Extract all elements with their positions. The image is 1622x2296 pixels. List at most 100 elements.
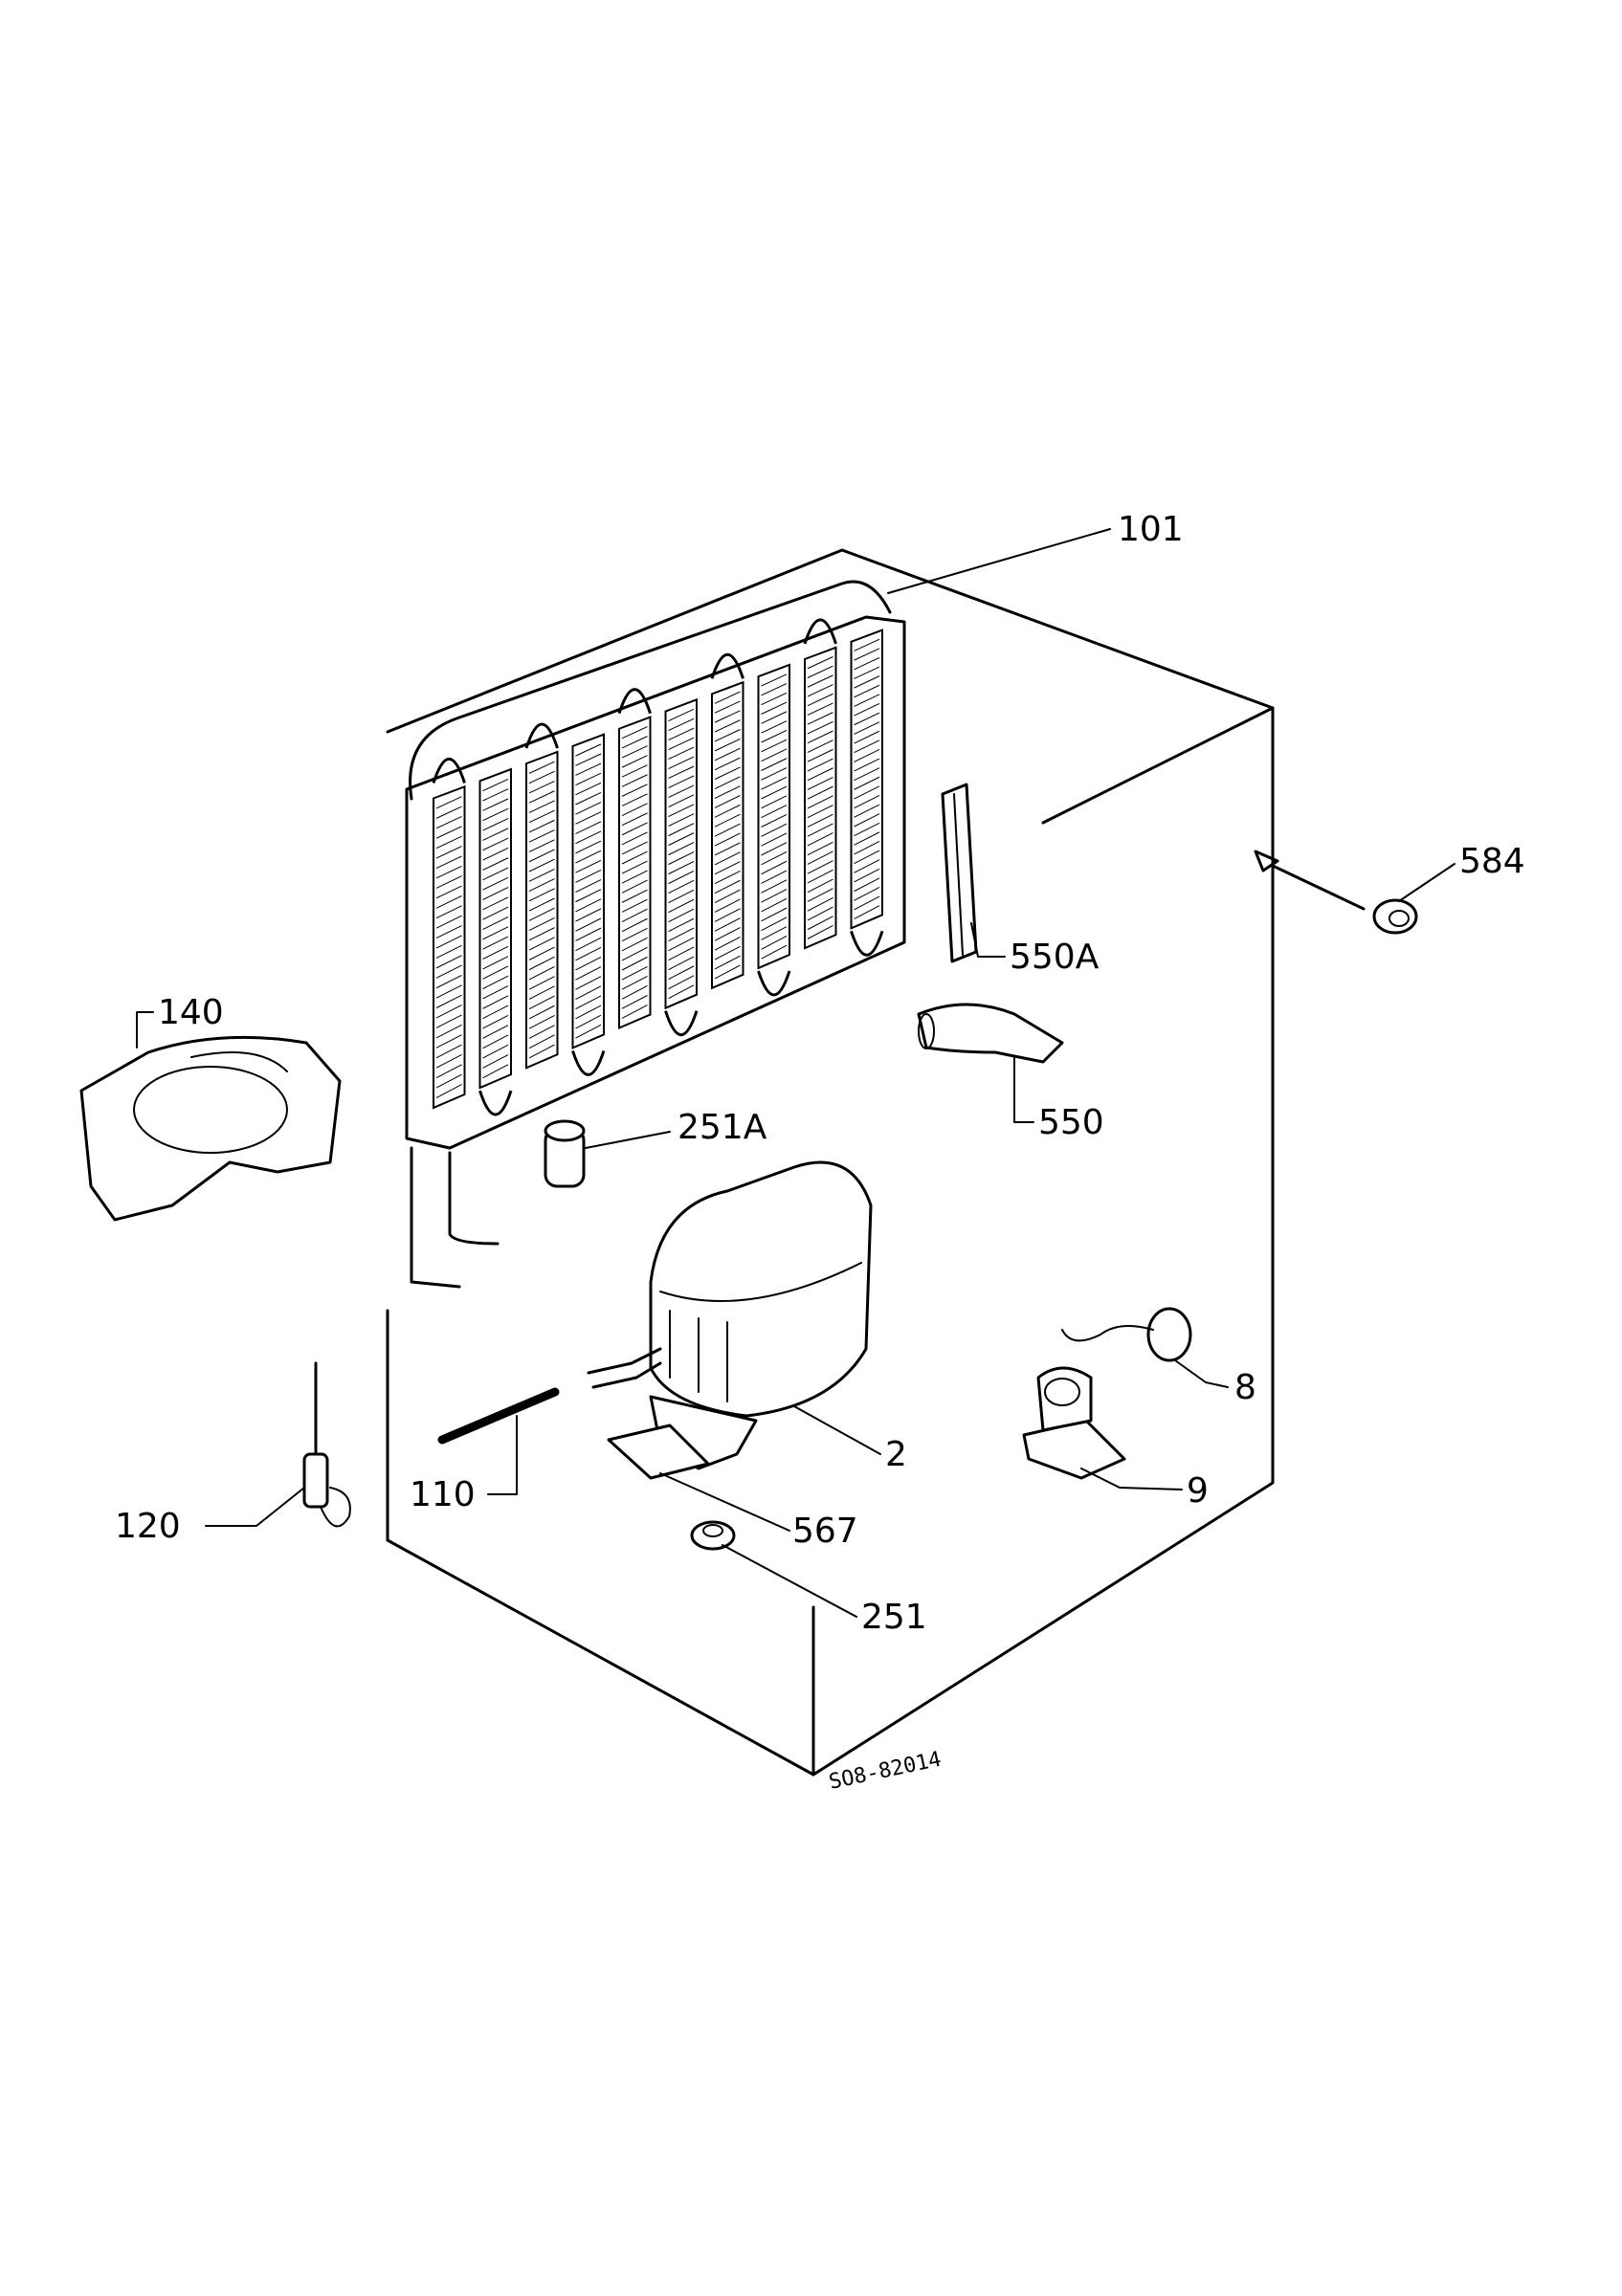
- condenser-fin-line: [482, 857, 509, 871]
- condenser-fin-line: [668, 746, 695, 761]
- condenser-fin-line: [621, 995, 648, 1009]
- condenser-fin-line: [668, 937, 695, 952]
- condenser-fin-line: [575, 850, 602, 864]
- condenser-tube-bend: [757, 970, 791, 997]
- condenser-fin-line: [621, 831, 648, 846]
- condenser-fin-line: [854, 795, 880, 809]
- condenser-fin-line: [668, 708, 695, 722]
- condenser-fin-line: [714, 879, 741, 894]
- condenser-fin-line: [435, 964, 462, 979]
- condenser-fin-line: [621, 793, 648, 806]
- condenser-fin-line: [714, 964, 741, 980]
- condenser-fin-line: [528, 1044, 555, 1059]
- condenser-fin-line: [854, 804, 880, 818]
- condenser-fin-line: [575, 1014, 602, 1029]
- condenser-fin-line: [668, 784, 695, 799]
- part-584-cable: [1254, 850, 1418, 935]
- condenser-fin-line: [854, 694, 880, 707]
- condenser-fin-line: [621, 879, 648, 894]
- condenser-fin-line: [435, 875, 462, 889]
- leader-lines: [136, 528, 1455, 1618]
- condenser-fin-line: [435, 955, 462, 969]
- part-550a-bracket: [941, 783, 978, 963]
- condenser-fin-column: [804, 646, 837, 950]
- condenser-fin-line: [668, 927, 695, 942]
- condenser-fin-line: [714, 719, 741, 733]
- condenser-fin-line: [761, 758, 788, 771]
- condenser-fin-line: [854, 749, 880, 762]
- condenser-fin-line: [807, 740, 833, 753]
- condenser-fin-line: [528, 965, 555, 981]
- condenser-fin-line: [714, 955, 741, 970]
- condenser-fin-line: [761, 889, 788, 903]
- part-110-tube: [437, 1387, 560, 1445]
- condenser-fin-line: [621, 745, 648, 759]
- condenser-fin-line: [714, 898, 741, 913]
- condenser-fin-line: [482, 1064, 509, 1079]
- condenser-fin-line: [621, 803, 648, 817]
- condenser-fin-line: [807, 693, 833, 707]
- condenser-fin-line: [528, 1025, 555, 1039]
- condenser-fin-line: [621, 985, 648, 1000]
- condenser-fin-line: [761, 701, 788, 715]
- condenser-fin-line: [761, 944, 788, 960]
- callout-8: 8: [1234, 1368, 1256, 1407]
- condenser-fin-line: [528, 995, 555, 1010]
- condenser-fin-line: [482, 995, 509, 1009]
- condenser-fin-line: [482, 985, 509, 1000]
- condenser-fin-line: [761, 823, 788, 837]
- condenser-fin-line: [482, 956, 509, 970]
- condenser-fin-line: [575, 879, 602, 894]
- condenser-fin-line: [761, 832, 788, 847]
- condenser-fin-line: [435, 826, 462, 839]
- condenser-fin-line: [714, 813, 741, 828]
- condenser-fin-line: [575, 753, 602, 766]
- condenser-fin-line: [528, 897, 555, 912]
- condenser-fin-line: [621, 755, 648, 768]
- condenser-fin-line: [482, 798, 509, 811]
- condenser-fin-line: [482, 778, 509, 792]
- condenser-fin-line: [714, 766, 741, 781]
- condenser-fin-line: [528, 770, 555, 784]
- callout-251a: 251A: [678, 1108, 767, 1147]
- condenser-fin-line: [435, 925, 462, 939]
- condenser-fin-line: [575, 976, 602, 990]
- condenser-fin-line: [621, 908, 648, 922]
- condenser-fin-line: [668, 804, 695, 818]
- condenser-fin-line: [528, 888, 555, 902]
- condenser-fin-line: [575, 869, 602, 883]
- condenser-fin-line: [761, 879, 788, 894]
- part-251a-grommet: [544, 1119, 586, 1188]
- condenser-fin-line: [714, 889, 741, 904]
- condenser-fin-line: [435, 1004, 462, 1019]
- part-550-clip: [917, 1003, 1064, 1064]
- condenser-fin-line: [668, 851, 695, 866]
- condenser-fin-line: [668, 737, 695, 751]
- condenser-fin-line: [435, 1034, 462, 1049]
- condenser-fin-line: [435, 846, 462, 859]
- condenser-fin-line: [668, 889, 695, 904]
- condenser-fin-line: [621, 860, 648, 874]
- condenser-fin-line: [528, 1004, 555, 1020]
- condenser-fin-line: [668, 879, 695, 894]
- condenser-fin-line: [575, 859, 602, 873]
- condenser-fin-line: [575, 821, 602, 834]
- part-120-valve: [302, 1361, 351, 1528]
- condenser-fin-line: [528, 761, 555, 774]
- condenser-fin-line: [482, 936, 509, 950]
- condenser-fin-line: [714, 738, 741, 752]
- condenser-fin-line: [621, 812, 648, 827]
- condenser-fin-line: [854, 740, 880, 754]
- condenser-fin-line: [714, 851, 741, 866]
- condenser-fin-line: [807, 684, 833, 697]
- condenser-fin-line: [621, 946, 648, 961]
- condenser-tube-bend: [432, 758, 466, 784]
- condenser-fin-line: [668, 842, 695, 856]
- condenser-fin-line: [482, 1054, 509, 1069]
- condenser-fin-line: [854, 868, 880, 883]
- condenser-fin-line: [575, 995, 602, 1010]
- condenser-fin-line: [575, 830, 602, 845]
- condenser-fin-line: [668, 861, 695, 875]
- condenser-fin-line: [807, 795, 833, 809]
